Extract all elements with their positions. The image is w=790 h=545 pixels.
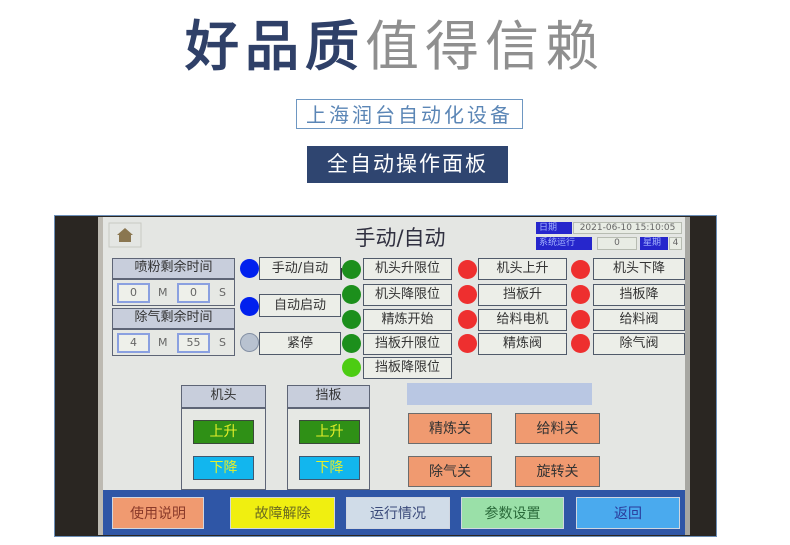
screen-title: 手动/自动 (354, 226, 446, 250)
connector-line (341, 268, 342, 280)
estop-lamp-icon (240, 333, 259, 352)
weekday-value: 4 (669, 237, 682, 250)
degas-minutes[interactable]: 4 (117, 333, 150, 353)
head-up-limit-label: 机头升限位 (363, 258, 452, 280)
head-lower-lamp-icon (571, 260, 590, 279)
headline: 好品质值得信赖 (0, 14, 790, 80)
refine-off-button[interactable]: 精炼关 (408, 413, 492, 444)
weekday-label: 星期 (640, 237, 668, 250)
headline-dark: 好品质 (185, 15, 365, 78)
baffle-up-limit-label: 挡板升限位 (363, 333, 452, 355)
baffle-down-button[interactable]: 下降 (299, 456, 360, 480)
feed-valve-lamp-icon (571, 310, 590, 329)
head-down-button[interactable]: 下降 (193, 456, 254, 480)
run-value: 0 (597, 237, 637, 250)
home-button[interactable] (108, 222, 142, 248)
baffle-raise-lamp-icon (458, 285, 477, 304)
spray-minutes[interactable]: 0 (117, 283, 150, 303)
baffle-lower-lamp-icon (571, 285, 590, 304)
degas-off-button[interactable]: 除气关 (408, 456, 492, 487)
head-lower-label: 机头下降 (593, 258, 685, 280)
baffle-up-button[interactable]: 上升 (299, 420, 360, 444)
run-label: 系统运行 (536, 237, 592, 250)
feed-off-button[interactable]: 给料关 (515, 413, 600, 444)
emergency-stop-button[interactable]: 紧停 (259, 332, 341, 355)
head-up-limit-lamp-icon (342, 260, 361, 279)
home-icon (108, 222, 142, 248)
head-up-button[interactable]: 上升 (193, 420, 254, 444)
baffle-down-limit-label: 挡板降限位 (363, 357, 452, 379)
degas-timer-title: 除气剩余时间 (112, 308, 235, 329)
mode-lamp-icon (240, 259, 259, 278)
degas-m-unit: M (158, 336, 168, 349)
refine-valve-label: 精炼阀 (478, 333, 567, 355)
degas-seconds[interactable]: 55 (177, 333, 210, 353)
nav-run-status-button[interactable]: 运行情况 (346, 497, 450, 529)
nav-back-button[interactable]: 返回 (576, 497, 680, 529)
head-down-limit-lamp-icon (342, 285, 361, 304)
spray-s-unit: S (219, 286, 226, 299)
refine-start-lamp-icon (342, 310, 361, 329)
head-group-title: 机头 (181, 385, 266, 408)
screen-bevel-left (98, 217, 104, 535)
head-raise-label: 机头上升 (478, 258, 567, 280)
baffle-group-title: 挡板 (287, 385, 370, 408)
auto-start-lamp-icon (240, 297, 259, 316)
feed-motor-lamp-icon (458, 310, 477, 329)
subtitle-banner: 全自动操作面板 (307, 146, 508, 183)
baffle-raise-label: 挡板升 (478, 284, 567, 306)
rotate-off-button[interactable]: 旋转关 (515, 456, 600, 487)
manual-auto-button[interactable]: 手动/自动 (259, 257, 341, 280)
degas-s-unit: S (219, 336, 226, 349)
screen-bevel-right (684, 217, 690, 535)
status-message-bar (407, 383, 592, 405)
degas-valve-lamp-icon (571, 334, 590, 353)
nav-fault-reset-button[interactable]: 故障解除 (230, 497, 335, 529)
date-label: 日期 (536, 222, 572, 234)
baffle-lower-label: 挡板降 (593, 284, 685, 306)
headline-grey: 值得信赖 (365, 15, 605, 78)
nav-manual-button[interactable]: 使用说明 (112, 497, 204, 529)
refine-start-label: 精炼开始 (363, 309, 452, 331)
nav-parameters-button[interactable]: 参数设置 (461, 497, 564, 529)
feed-valve-label: 给料阀 (593, 309, 685, 331)
spray-seconds[interactable]: 0 (177, 283, 210, 303)
baffle-up-limit-lamp-icon (342, 334, 361, 353)
baffle-down-limit-lamp-icon (342, 358, 361, 377)
refine-valve-lamp-icon (458, 334, 477, 353)
company-name: 上海润台自动化设备 (296, 99, 523, 129)
degas-valve-label: 除气阀 (593, 333, 685, 355)
head-down-limit-label: 机头降限位 (363, 284, 452, 306)
date-value: 2021-06-10 15:10:05 (573, 222, 682, 234)
auto-start-button[interactable]: 自动启动 (259, 294, 341, 317)
spray-timer-title: 喷粉剩余时间 (112, 258, 235, 279)
head-raise-lamp-icon (458, 260, 477, 279)
spray-m-unit: M (158, 286, 168, 299)
feed-motor-label: 给料电机 (478, 309, 567, 331)
